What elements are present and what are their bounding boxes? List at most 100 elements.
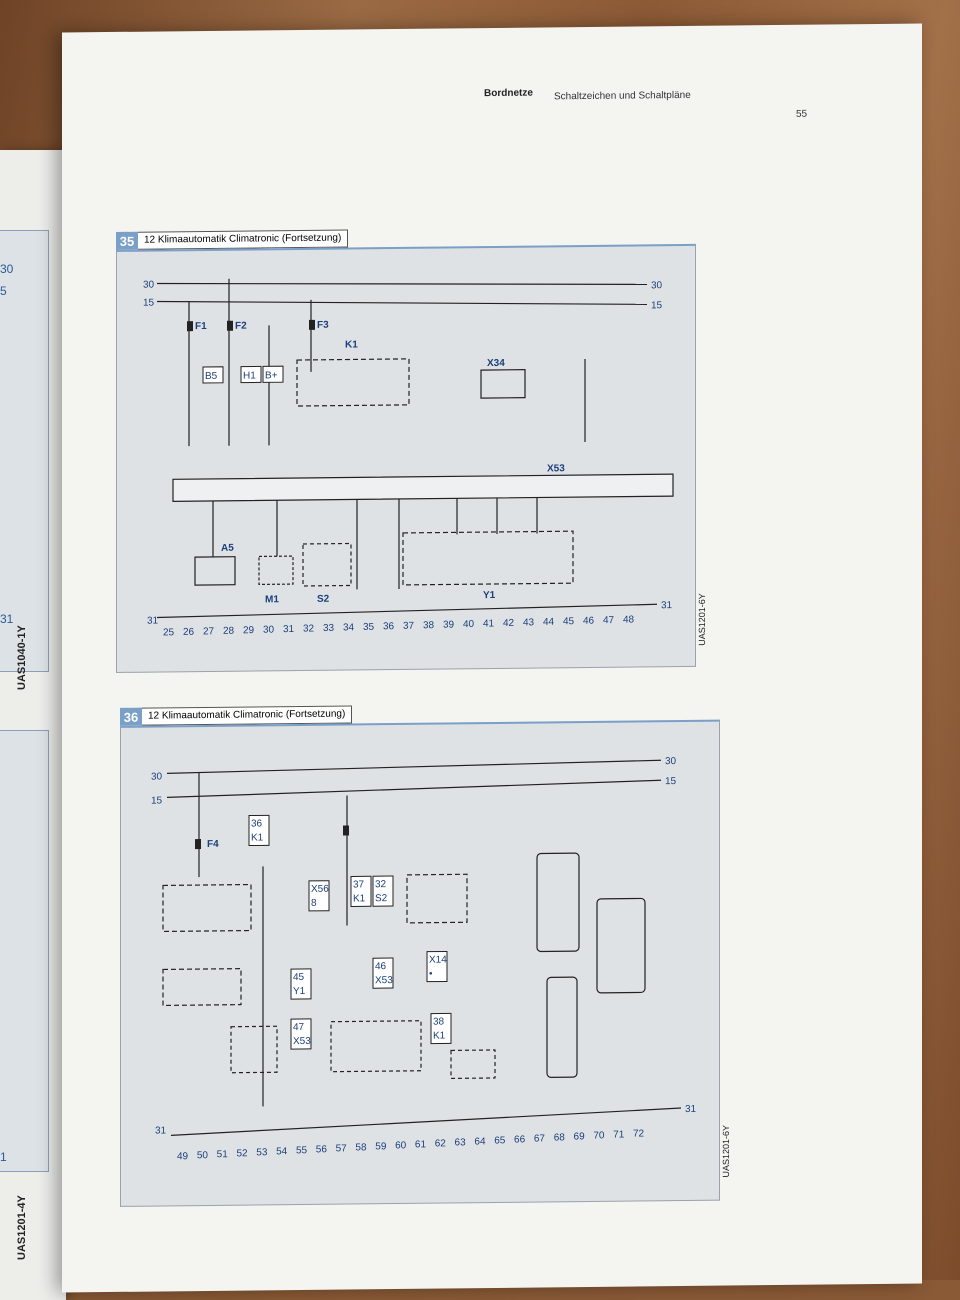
- ref-box-text: K1: [353, 893, 366, 904]
- ground-number: 59: [375, 1141, 387, 1152]
- figure-35: 35 12 Klimaautomatik Climatronic (Fortse…: [116, 226, 707, 684]
- ground-number: 38: [423, 620, 435, 631]
- ground-number: 69: [574, 1131, 586, 1142]
- component-label: K1: [345, 339, 358, 350]
- figure-number: 35: [116, 231, 138, 250]
- ref-box-text: K1: [251, 832, 264, 843]
- circuit-diagram-35: F1 F2 F3 K1 X34 X53 A5 M1 S2 Y1 B5 H1 B+…: [143, 278, 674, 639]
- component-box-label: B5: [205, 371, 218, 382]
- ref-box-text: 32: [375, 879, 387, 890]
- ground-number: 68: [554, 1132, 566, 1143]
- ground-number: 63: [455, 1137, 467, 1148]
- rail-15: [166, 779, 662, 799]
- left-edge-text: 1: [0, 1150, 7, 1164]
- rail-label: 30: [151, 771, 163, 782]
- left-panel-bottom: [0, 730, 49, 1172]
- ground-number: 66: [514, 1134, 526, 1145]
- figure-36: 36 12 Klimaautomatik Climatronic (Fortse…: [120, 702, 731, 1218]
- left-panel-top: [0, 230, 49, 672]
- figure-tab: 35 12 Klimaautomatik Climatronic (Fortse…: [116, 229, 349, 250]
- ref-box: X14 •: [426, 950, 448, 983]
- ground-number: 37: [403, 621, 415, 632]
- ref-box-text: K1: [433, 1030, 446, 1041]
- ground-number: 36: [383, 621, 395, 632]
- rail-label: 31: [155, 1125, 167, 1136]
- ground-number: 47: [603, 615, 615, 626]
- fuse-label: F4: [207, 839, 219, 850]
- ground-number: 34: [343, 622, 355, 633]
- ground-number: 27: [203, 626, 215, 637]
- rail-label: 30: [665, 756, 677, 767]
- rail-31: [170, 1107, 682, 1136]
- component-label: Y1: [483, 590, 496, 601]
- component-box-label: H1: [243, 370, 256, 381]
- component-label: M1: [265, 594, 279, 605]
- ground-number: 25: [163, 627, 175, 638]
- diagram-panel: F1 F2 F3 K1 X34 X53 A5 M1 S2 Y1 B5 H1 B+…: [116, 243, 707, 673]
- rail-label: 15: [651, 300, 663, 311]
- ref-box-text: X14: [429, 954, 447, 965]
- ground-number: 29: [243, 625, 255, 636]
- component-label: S2: [317, 594, 330, 605]
- component-label: X34: [487, 358, 505, 369]
- ref-box-text: S2: [375, 893, 388, 904]
- fuse-label: F2: [235, 321, 247, 332]
- ground-number: 65: [494, 1135, 506, 1146]
- ground-number: 30: [263, 625, 275, 636]
- rail-label: 31: [661, 600, 673, 611]
- ground-number: 32: [303, 623, 315, 634]
- circuit-diagram-36: F4 30 30 15 15 31 31 36K1X56837K132S245Y…: [151, 756, 697, 1162]
- caption-text: Klimaautomatik Climatronic (Fortsetzung): [157, 232, 342, 246]
- left-page: 30 5 31 1 UAS1040-1Y UAS1201-4Y: [0, 150, 66, 1300]
- left-page-code: UAS1040-1Y: [16, 625, 28, 690]
- ground-number: 61: [415, 1139, 427, 1150]
- header-title: Schaltzeichen und Schaltpläne: [554, 89, 691, 103]
- header-section: Bordnetze: [484, 87, 533, 100]
- fuse-label: F3: [317, 320, 329, 331]
- left-edge-text: 30: [0, 262, 14, 276]
- ground-number: 64: [474, 1136, 486, 1147]
- ref-box-text: 36: [251, 818, 263, 829]
- ground-number: 33: [323, 623, 335, 634]
- ground-number: 48: [623, 615, 635, 626]
- ground-number: 54: [276, 1146, 288, 1157]
- ground-number: 51: [217, 1149, 229, 1160]
- ground-number: 43: [523, 617, 535, 628]
- fuse-label: F1: [195, 321, 207, 332]
- ref-box-text: 46: [375, 961, 387, 972]
- ground-number: 56: [316, 1144, 328, 1155]
- rail-label: 31: [685, 1104, 697, 1115]
- ground-number: 53: [256, 1147, 268, 1158]
- ground-number: 42: [503, 618, 515, 629]
- figure-code: UAS1201-6Y: [697, 593, 707, 646]
- ref-box-text: 45: [293, 972, 305, 983]
- ground-number: 35: [363, 622, 375, 633]
- ground-number: 70: [593, 1130, 605, 1141]
- rail-15: [156, 300, 648, 305]
- rail-label: 30: [143, 280, 155, 291]
- ground-number: 28: [223, 626, 235, 637]
- ref-box-text: Y1: [293, 986, 306, 997]
- ground-number: 44: [543, 617, 555, 628]
- rail-label: 31: [147, 615, 159, 626]
- ground-number: 57: [336, 1143, 348, 1154]
- ground-number: 45: [563, 616, 575, 627]
- ground-number: 62: [435, 1138, 447, 1149]
- ref-box-text: 38: [433, 1016, 445, 1027]
- ref-box-text: •: [429, 969, 433, 980]
- ground-number: 71: [613, 1129, 625, 1140]
- ground-number: 40: [463, 619, 475, 630]
- ground-number: 31: [283, 624, 295, 635]
- ground-number: 60: [395, 1140, 407, 1151]
- figure-code: UAS1201-6Y: [721, 1124, 731, 1178]
- figure-caption: 12 Klimaautomatik Climatronic (Fortsetzu…: [142, 705, 353, 726]
- rail-30: [166, 759, 662, 775]
